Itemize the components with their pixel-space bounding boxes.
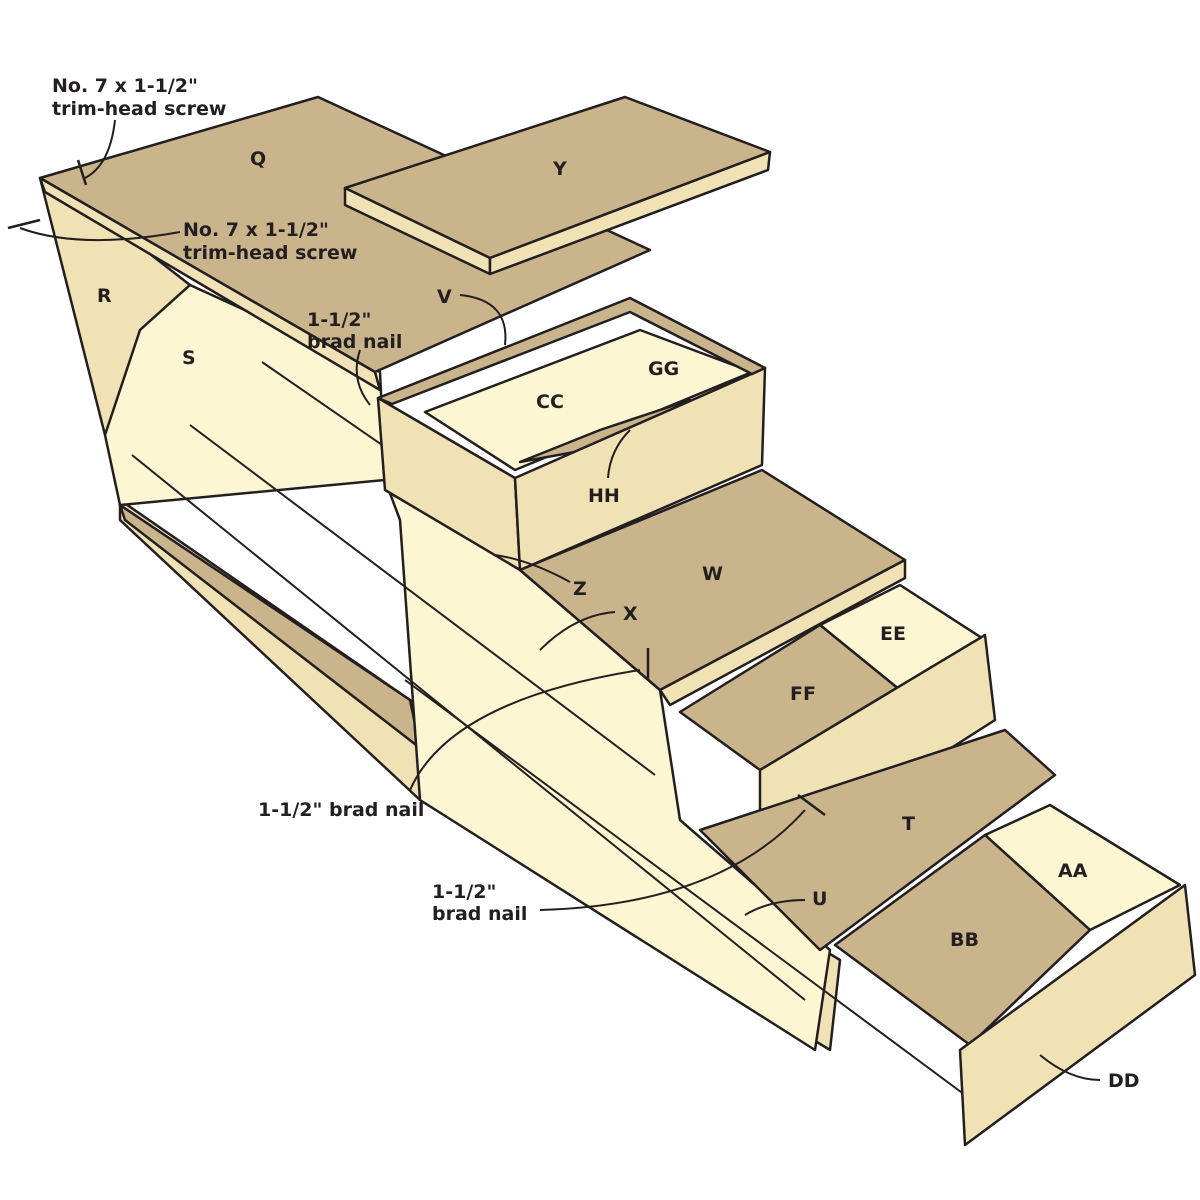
leader-nail1 [355, 349, 371, 406]
callout-nail3-line1: 1-1/2" [432, 881, 496, 903]
leader-nail2 [409, 669, 641, 791]
callout-screw2-line1: No. 7 x 1-1/2" [183, 219, 329, 241]
label-y: Y [552, 158, 567, 180]
trim-head-screw-icon [76, 159, 88, 186]
label-s: S [182, 347, 196, 369]
callout-nail2: 1-1/2" brad nail [258, 799, 424, 821]
label-w: W [702, 563, 723, 585]
leader-v [459, 294, 507, 346]
top-panel-q-edge [38, 176, 382, 392]
leader-screw2 [19, 227, 181, 242]
bottom-shelf [118, 503, 422, 750]
leader-nail3 [539, 809, 806, 911]
callout-nail1-line2: brad nail [307, 331, 402, 353]
callout-screw2-line2: trim-head screw [183, 242, 357, 264]
shelf-t [698, 728, 1057, 952]
label-x: X [623, 603, 638, 625]
board-y-edge-right [488, 150, 772, 276]
leader-dd [1039, 1054, 1101, 1081]
label-bb: BB [950, 929, 979, 951]
back-panel-s [103, 283, 387, 507]
callout-nail3-line2: brad nail [432, 903, 527, 925]
brad-nail-icon [797, 793, 826, 817]
callout-screw1-line1: No. 7 x 1-1/2" [52, 75, 198, 97]
label-hh: HH [588, 485, 620, 507]
leader-u [744, 899, 806, 916]
callout-nail1-line1: 1-1/2" [307, 309, 371, 331]
label-u: U [812, 888, 827, 910]
leader-screw1 [84, 119, 116, 179]
label-t: T [902, 813, 915, 835]
label-gg: GG [648, 358, 679, 380]
drawer-slide [189, 424, 656, 776]
label-aa: AA [1058, 860, 1088, 882]
drawer-cc-front [513, 366, 767, 572]
drawer-dd-front [958, 883, 1197, 1147]
shelf-w-edge [658, 558, 907, 707]
leader-z [494, 554, 571, 583]
label-ee: EE [880, 623, 906, 645]
drawer-bb-bottom [833, 833, 1092, 1047]
trim-head-screw-icon [7, 218, 41, 230]
label-cc: CC [536, 391, 564, 413]
label-dd: DD [1108, 1070, 1140, 1092]
label-v: V [437, 286, 452, 308]
callout-screw1-line2: trim-head screw [52, 98, 226, 120]
label-r: R [97, 285, 112, 307]
label-z: Z [573, 578, 587, 600]
drawer-cc-rim [376, 296, 767, 406]
leader-hh [607, 429, 631, 479]
label-q: Q [250, 148, 266, 170]
leader-x [539, 611, 616, 651]
label-ff: FF [790, 683, 816, 705]
